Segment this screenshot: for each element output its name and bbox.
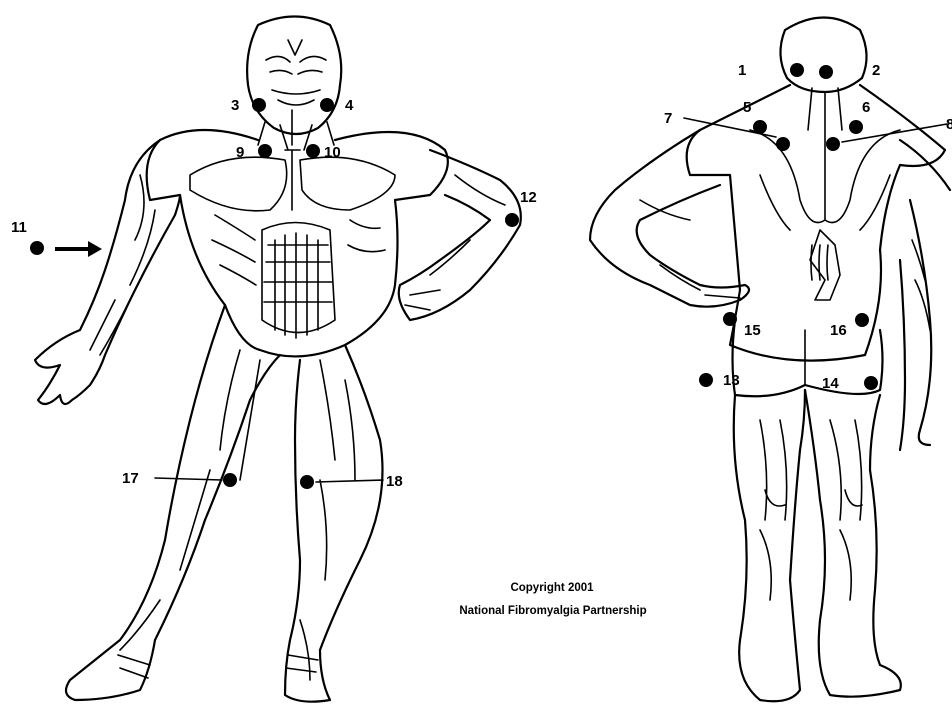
copyright-line-2: National Fibromyalgia Partnership: [459, 605, 646, 617]
tender-point-7-dot[interactable]: [776, 137, 790, 151]
tender-point-13-label: 13: [723, 372, 740, 389]
tender-point-12-label: 12: [520, 189, 537, 206]
tender-point-6-label: 6: [862, 99, 870, 116]
tender-point-1-label: 1: [738, 62, 746, 79]
tender-point-18-dot[interactable]: [300, 475, 314, 489]
tender-point-9-label: 9: [236, 144, 244, 161]
tender-point-8-dot[interactable]: [826, 137, 840, 151]
tender-point-15-label: 15: [744, 322, 761, 339]
tender-point-6-dot[interactable]: [849, 120, 863, 134]
tender-point-7-label: 7: [664, 110, 672, 127]
arrow-icon: [55, 241, 102, 257]
tender-point-14-dot[interactable]: [864, 376, 878, 390]
back-figure: [590, 18, 950, 702]
front-figure: [35, 17, 521, 702]
tender-point-17-dot[interactable]: [223, 473, 237, 487]
tender-point-dots: [30, 63, 878, 489]
leader-line-18: [316, 480, 383, 482]
tender-point-10-dot[interactable]: [306, 144, 320, 158]
tender-point-1-dot[interactable]: [790, 63, 804, 77]
tender-point-9-dot[interactable]: [258, 144, 272, 158]
tender-point-10-label: 10: [324, 144, 341, 161]
tender-point-13-dot[interactable]: [699, 373, 713, 387]
tender-point-11-dot[interactable]: [30, 241, 44, 255]
copyright-notice: Copyright 2001 National Fibromyalgia Par…: [459, 582, 646, 617]
tender-point-3-label: 3: [231, 97, 239, 114]
tender-point-18-label: 18: [386, 473, 403, 490]
tender-point-12-dot[interactable]: [505, 213, 519, 227]
copyright-line-1: Copyright 2001: [510, 582, 594, 594]
leader-line-17: [155, 478, 222, 480]
tender-point-16-label: 16: [830, 322, 847, 339]
tender-point-3-dot[interactable]: [252, 98, 266, 112]
tender-point-15-dot[interactable]: [723, 312, 737, 326]
tender-point-2-dot[interactable]: [819, 65, 833, 79]
tender-point-8-label: 8: [946, 116, 952, 133]
tender-point-5-label: 5: [743, 99, 751, 116]
tender-point-4-dot[interactable]: [320, 98, 334, 112]
tender-point-2-label: 2: [872, 62, 880, 79]
tender-point-4-label: 4: [345, 97, 354, 114]
tender-point-14-label: 14: [822, 375, 839, 392]
tender-point-17-label: 17: [122, 470, 139, 487]
tender-point-16-dot[interactable]: [855, 313, 869, 327]
tender-point-11-label: 11: [11, 219, 27, 236]
